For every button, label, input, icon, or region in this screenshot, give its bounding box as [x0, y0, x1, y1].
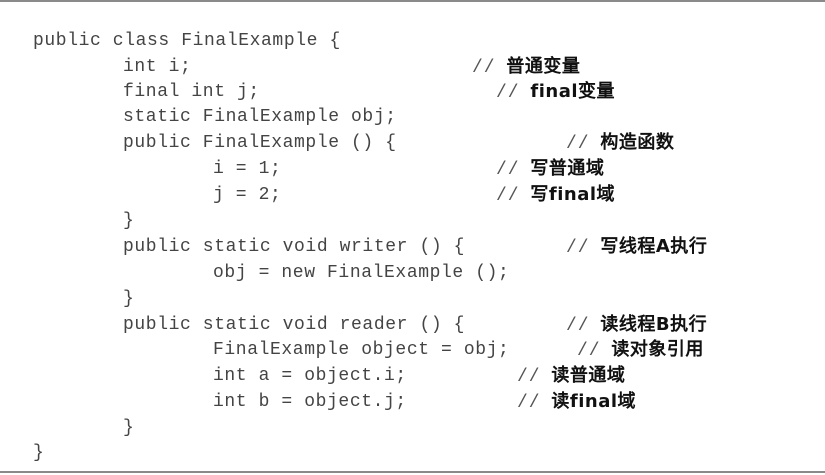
comment-marker: //	[496, 83, 520, 103]
comment-text: 读线程B执行	[600, 314, 708, 335]
comment-marker: //	[496, 160, 520, 180]
comment-marker: //	[517, 367, 541, 387]
comment-text: 读普通域	[551, 365, 626, 386]
comment-text: 普通变量	[506, 56, 581, 77]
code-line-1: public class FinalExample {	[33, 31, 341, 51]
comment-marker: //	[496, 186, 520, 206]
code-line-5: public FinalExample () {	[123, 133, 397, 153]
comment-text: 读对象引用	[611, 339, 704, 360]
comment-marker: //	[566, 134, 590, 154]
code-comment-14: // 读普通域	[517, 363, 625, 389]
code-line-10: obj = new FinalExample ();	[213, 263, 510, 283]
code-comment-2: // 普通变量	[472, 54, 580, 80]
code-line-17: }	[33, 443, 45, 463]
code-line-16: }	[123, 418, 135, 438]
comment-text: 写线程A执行	[600, 236, 708, 257]
comment-marker: //	[577, 341, 601, 361]
code-line-15: int b = object.j;	[213, 392, 407, 412]
code-comment-13: // 读对象引用	[577, 337, 704, 363]
code-comment-6: // 写普通域	[496, 156, 604, 182]
code-line-8: }	[123, 211, 135, 231]
code-line-4: static FinalExample obj;	[123, 107, 397, 127]
comment-text: 构造函数	[600, 132, 675, 153]
code-comment-12: // 读线程B执行	[566, 312, 707, 338]
comment-text: 写普通域	[530, 158, 605, 179]
code-line-2: int i;	[123, 57, 192, 77]
comment-marker: //	[566, 238, 590, 258]
code-line-12: public static void reader () {	[123, 315, 466, 335]
comment-text: final变量	[530, 81, 616, 102]
code-comment-7: // 写final域	[496, 182, 615, 208]
code-comment-3: // final变量	[496, 79, 615, 105]
comment-marker: //	[517, 393, 541, 413]
comment-text: 读final域	[551, 391, 637, 412]
code-comment-9: // 写线程A执行	[566, 234, 707, 260]
code-line-9: public static void writer () {	[123, 237, 466, 257]
code-line-11: }	[123, 289, 135, 309]
code-line-14: int a = object.i;	[213, 366, 407, 386]
code-line-7: j = 2;	[213, 185, 282, 205]
code-line-13: FinalExample object = obj;	[213, 340, 510, 360]
comment-marker: //	[566, 316, 590, 336]
comment-text: 写final域	[530, 184, 616, 205]
comment-marker: //	[472, 58, 496, 78]
code-line-3: final int j;	[123, 82, 260, 102]
code-comment-5: // 构造函数	[566, 130, 674, 156]
code-line-6: i = 1;	[213, 159, 282, 179]
code-comment-15: // 读final域	[517, 389, 636, 415]
